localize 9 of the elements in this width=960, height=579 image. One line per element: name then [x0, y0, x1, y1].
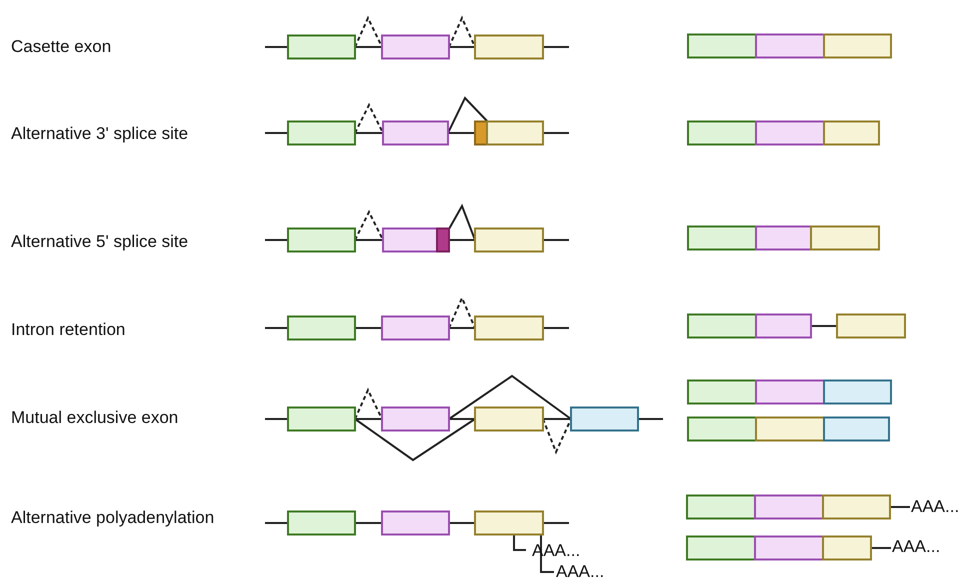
row-label: Intron retention [11, 320, 126, 340]
row-label: Casette exon [11, 37, 112, 57]
row-label: Alternative 3' splice site [11, 124, 188, 144]
poly-a-tail-label: AAA... [911, 497, 960, 517]
poly-a-tail-label: AAA... [892, 537, 940, 557]
poly-a-tail-label: AAA... [556, 562, 604, 579]
row-label: Alternative polyadenylation [11, 508, 214, 528]
row-label: Alternative 5' splice site [11, 232, 188, 252]
row-label: Mutual exclusive exon [11, 408, 178, 428]
